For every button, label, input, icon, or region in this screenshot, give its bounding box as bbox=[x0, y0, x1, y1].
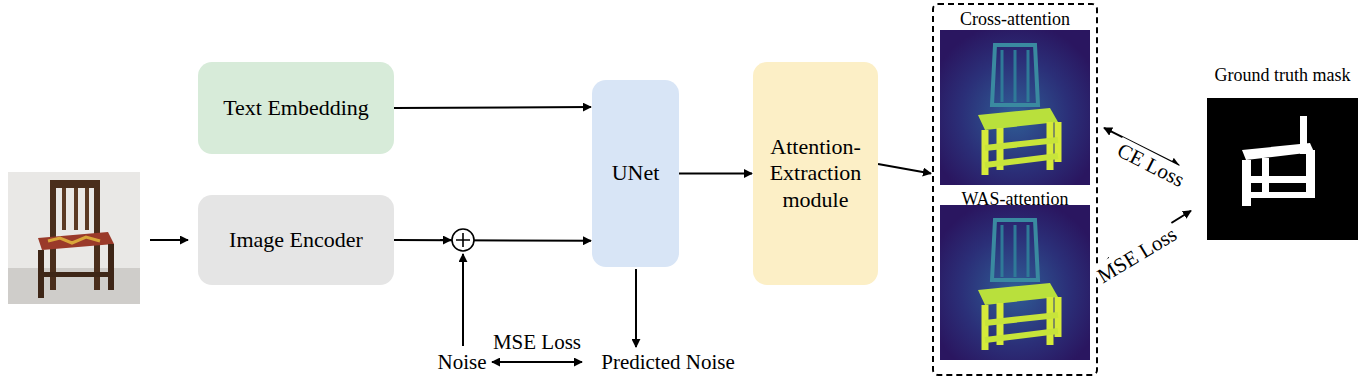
node-text: Ground truth mask bbox=[1215, 65, 1351, 87]
node-text: UNet bbox=[612, 160, 660, 186]
mask-box: Ground truth mask bbox=[1207, 98, 1358, 240]
connector-arrow bbox=[878, 164, 931, 174]
edge-label: MSE Loss bbox=[1091, 221, 1182, 289]
node-text: Text Embedding bbox=[223, 95, 369, 121]
unet-box: UNet bbox=[592, 80, 679, 267]
module-box: Attention-Extraction module bbox=[753, 62, 878, 285]
attention-group: Cross-attentionWAS-attention bbox=[932, 3, 1098, 376]
noise-label: Noise bbox=[438, 350, 487, 374]
edge-label: CE Loss bbox=[1111, 137, 1189, 193]
node-text: WAS-attention bbox=[962, 189, 1069, 211]
loss-label: MSE Loss bbox=[493, 330, 581, 354]
predicted-noise-label: Predicted Noise bbox=[601, 350, 735, 374]
connector-arrow bbox=[394, 106, 591, 109]
node-text: Attention-Extraction module bbox=[761, 134, 870, 213]
encoder-box: Image Encoder bbox=[198, 195, 394, 285]
node-text: Image Encoder bbox=[229, 227, 363, 253]
node-text: Cross-attention bbox=[960, 9, 1070, 31]
connector-arrow bbox=[679, 173, 752, 175]
connector-arrow bbox=[394, 239, 591, 242]
embedding-box: Text Embedding bbox=[198, 62, 394, 154]
